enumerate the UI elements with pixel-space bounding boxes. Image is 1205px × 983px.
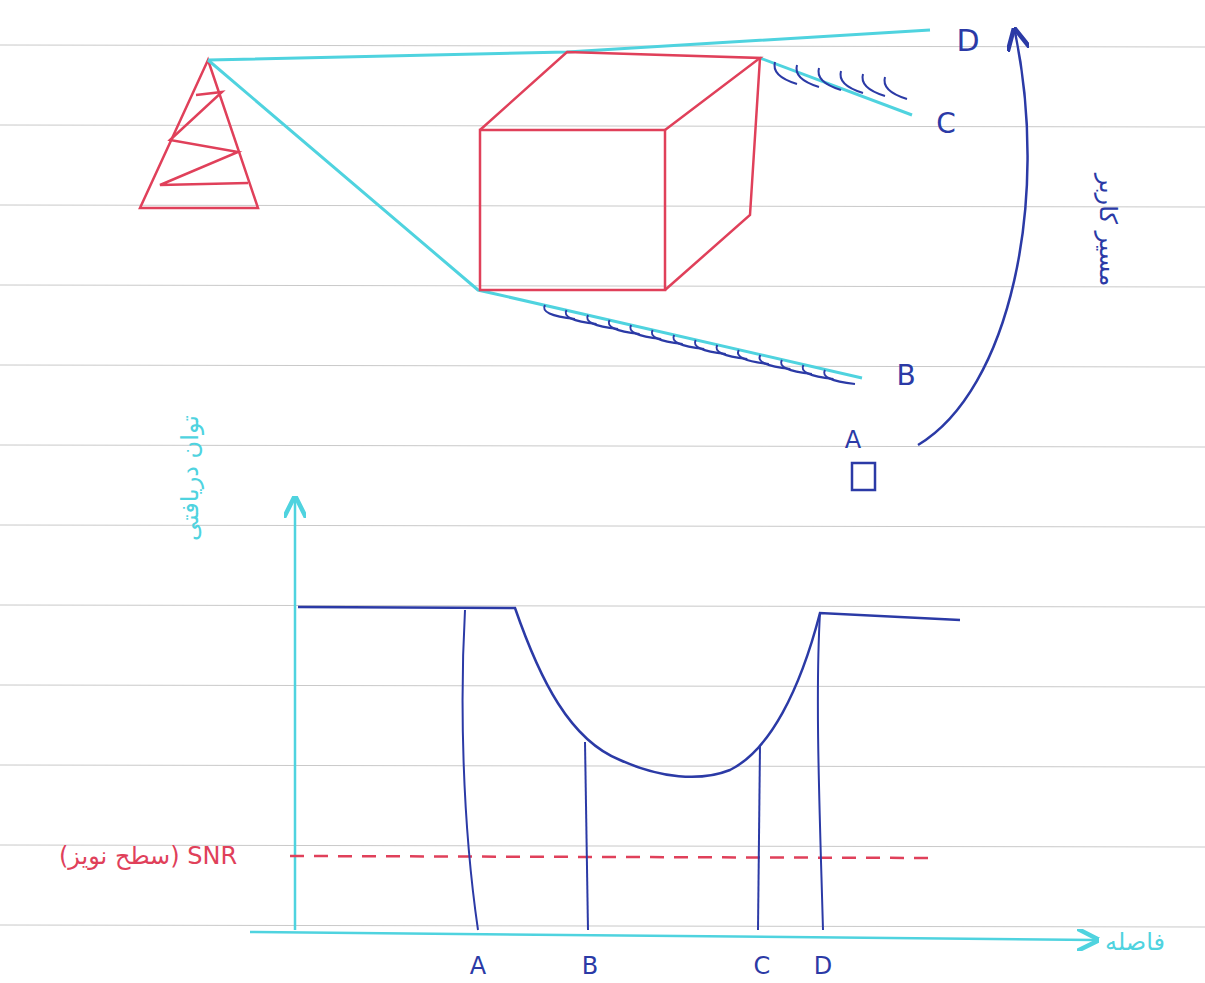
y-axis xyxy=(294,500,297,930)
hatch-stroke xyxy=(862,74,885,96)
point-label: B xyxy=(896,361,915,392)
tick-label: A xyxy=(470,953,486,979)
hatch-stroke xyxy=(630,325,661,339)
marker-line xyxy=(463,610,823,930)
noise-level-line xyxy=(290,856,935,858)
hatch-stroke xyxy=(824,370,855,384)
path-arrow xyxy=(918,32,1028,445)
ruled-line xyxy=(0,685,1205,687)
ruled-line xyxy=(0,925,1205,927)
hatch-stroke xyxy=(760,355,791,369)
hatch-stroke xyxy=(818,68,841,90)
hatch-stroke xyxy=(566,310,597,324)
point-label: A xyxy=(845,427,861,453)
hatch-stroke xyxy=(716,345,747,359)
noise-label: SNR (سطح نویز) xyxy=(59,843,237,869)
point-label: C xyxy=(936,109,956,140)
hatch-stroke xyxy=(774,62,797,84)
building-cube xyxy=(480,52,760,290)
shadow-hatch xyxy=(544,62,907,384)
x-axis xyxy=(250,932,1095,940)
axis-label: توان دریافتی xyxy=(177,415,203,541)
point-label: D xyxy=(956,24,979,57)
hatch-stroke xyxy=(796,65,819,87)
hatch-stroke xyxy=(587,315,618,329)
ruled-line xyxy=(0,765,1205,767)
hatch-stroke xyxy=(738,350,769,364)
signal-ray xyxy=(208,30,930,378)
hatch-stroke xyxy=(781,360,812,374)
hatch-stroke xyxy=(884,77,907,99)
ruled-line xyxy=(0,125,1205,127)
hatch-stroke xyxy=(652,330,683,344)
tick-label: B xyxy=(582,953,598,979)
tick-label: D xyxy=(814,953,832,979)
ruled-line xyxy=(0,365,1205,367)
ruled-line xyxy=(0,285,1205,287)
mobile-symbol xyxy=(852,463,875,490)
hatch-stroke xyxy=(544,305,575,319)
ruled-line xyxy=(0,605,1205,607)
ruled-paper xyxy=(0,45,1205,927)
hatch-stroke xyxy=(609,320,640,334)
hatch-stroke xyxy=(673,335,704,349)
ruled-line xyxy=(0,45,1205,47)
axis-label: فاصله xyxy=(1105,929,1165,955)
hatch-stroke xyxy=(803,365,834,379)
power-curve xyxy=(298,607,960,777)
hatch-stroke xyxy=(840,71,863,93)
antenna-symbol xyxy=(140,60,258,208)
path-label: مسیر کاربر xyxy=(1095,174,1121,287)
tick-label: C xyxy=(754,953,771,979)
hatch-stroke xyxy=(695,340,726,354)
